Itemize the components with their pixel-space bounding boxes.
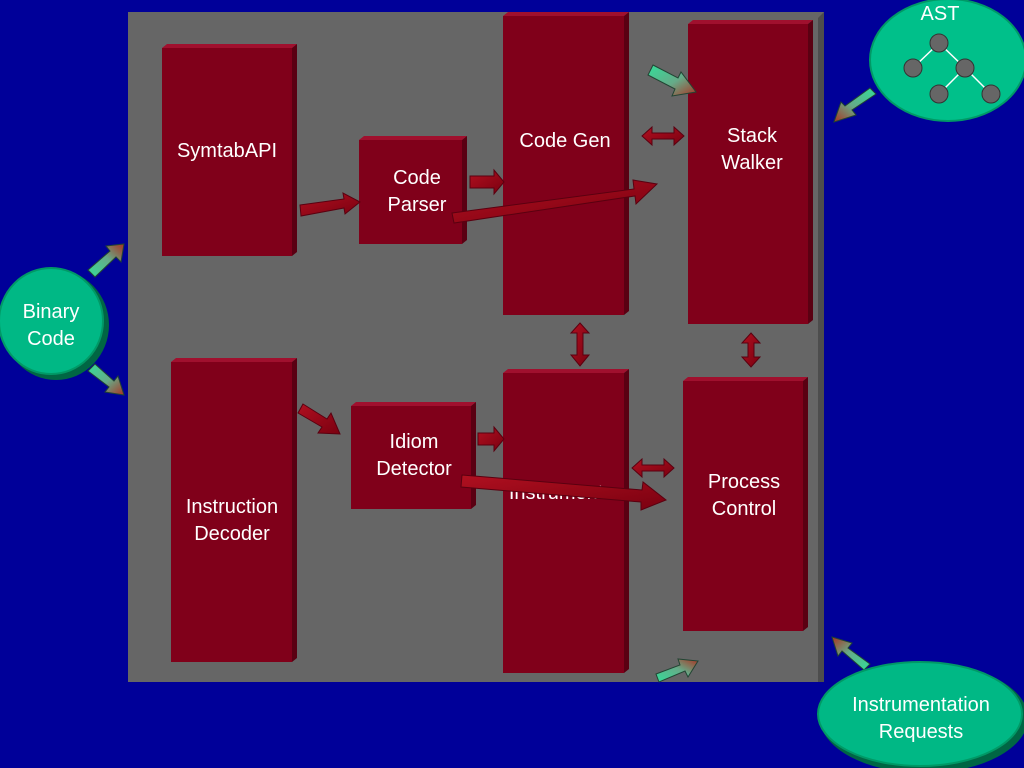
idiom-detector-label-line1: Idiom xyxy=(390,431,439,453)
instrumenter-box: Instrumenter xyxy=(503,369,629,673)
symtab-box: SymtabAPI xyxy=(162,44,297,256)
code-parser-box: Code Parser xyxy=(359,136,467,244)
binary-code-ellipse: Binary Code xyxy=(0,267,109,380)
arrow-binary-to-symtab xyxy=(87,243,125,278)
arrow-into-instrumenter xyxy=(655,658,699,683)
binary-code-label-line1: Binary xyxy=(23,301,80,323)
arrow-parser-to-codegen xyxy=(469,168,505,196)
instrumentation-requests-label-line2: Requests xyxy=(879,721,964,743)
code-gen-box: Code Gen xyxy=(503,12,629,315)
process-control-box: Process Control xyxy=(683,377,808,631)
symtab-label: SymtabAPI xyxy=(177,140,277,162)
arrow-decoder-to-idiom xyxy=(297,403,341,435)
stack-walker-label-line1: Stack xyxy=(727,125,778,147)
process-control-label-line1: Process xyxy=(708,471,780,493)
arrow-requests-to-processcontrol xyxy=(831,636,871,671)
arrow-binary-to-decoder xyxy=(87,363,125,396)
binary-code-label-line2: Code xyxy=(27,328,75,350)
idiom-detector-box: Idiom Detector xyxy=(351,402,476,509)
instrumentation-requests-ellipse: Instrumentation Requests xyxy=(817,661,1024,768)
instruction-decoder-label-line1: Instruction xyxy=(186,496,278,518)
ast-label: AST xyxy=(921,3,960,25)
arrow-codegen-stackwalker xyxy=(641,125,685,147)
code-parser-label-line2: Parser xyxy=(388,194,447,216)
arrow-symtab-to-parser xyxy=(299,192,361,217)
instruction-decoder-label-line2: Decoder xyxy=(194,523,270,545)
idiom-detector-label-line2: Detector xyxy=(376,458,452,480)
instrumentation-requests-label-line1: Instrumentation xyxy=(852,694,990,716)
arrow-idiom-to-instrumenter xyxy=(477,425,505,453)
instruction-decoder-box: Instruction Decoder xyxy=(171,358,297,662)
ast-tree-icon xyxy=(903,33,1001,104)
code-gen-label: Code Gen xyxy=(519,130,610,152)
arrow-ast-to-stackwalker xyxy=(833,87,877,123)
arrow-instrumenter-processcontrol xyxy=(631,457,675,479)
stack-walker-label-line2: Walker xyxy=(721,152,783,174)
arrow-idiom-to-processcontrol xyxy=(460,474,667,511)
arrow-parser-to-stackwalker xyxy=(451,179,659,224)
code-parser-label-line1: Code xyxy=(393,167,441,189)
arrow-stackwalker-processcontrol xyxy=(740,332,762,368)
process-control-label-line2: Control xyxy=(712,498,776,520)
stack-walker-box: Stack Walker xyxy=(688,20,813,324)
arrow-codegen-instrumenter xyxy=(569,322,591,367)
ast-ellipse: AST xyxy=(869,0,1024,122)
arrow-into-stackwalker xyxy=(647,64,697,97)
